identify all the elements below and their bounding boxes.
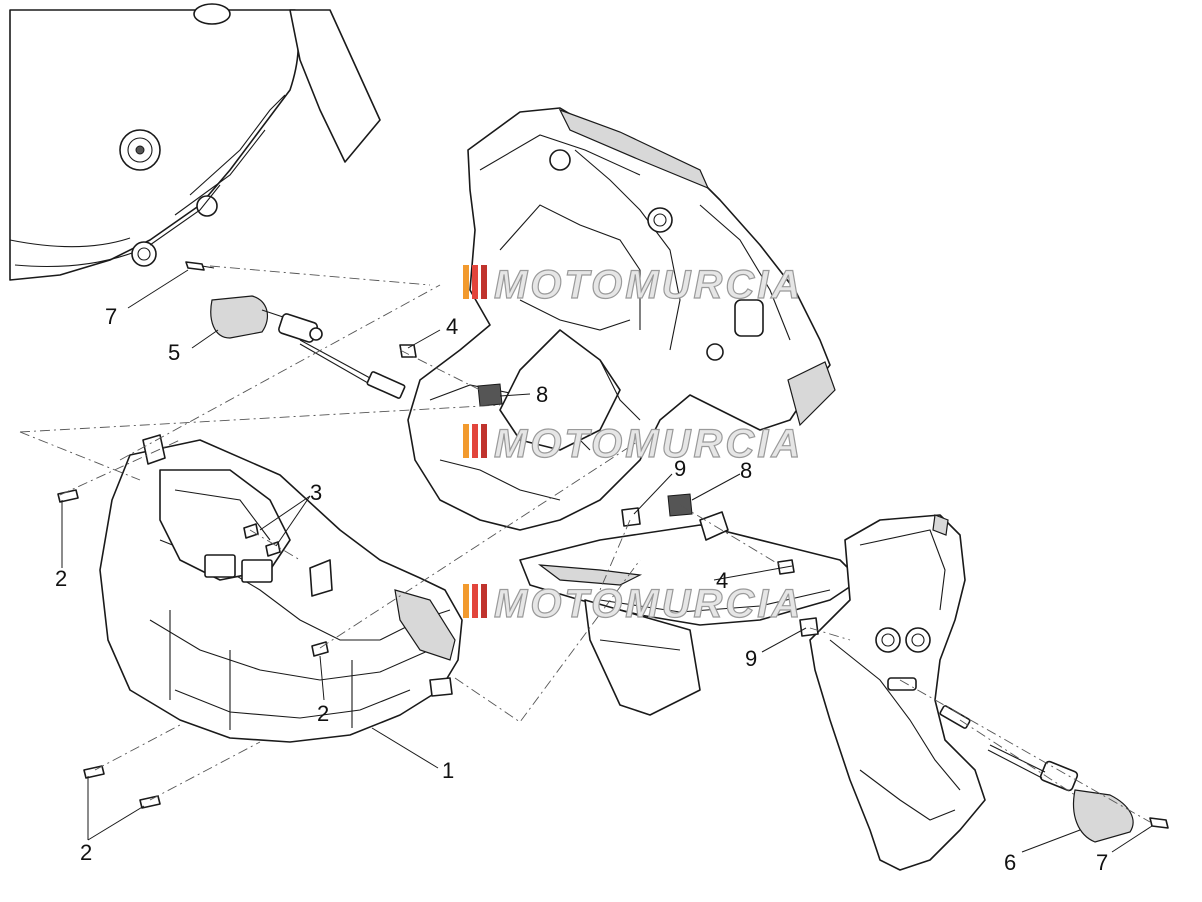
watermark-3: MOTOMURCIA (463, 581, 803, 627)
callout-3: 3 (310, 480, 322, 505)
callout-labels: 7 5 4 8 3 2 2 1 2 9 8 4 9 6 7 (55, 304, 1108, 875)
watermark-2: MOTOMURCIA (463, 421, 803, 467)
watermark-text-1: MOTOMURCIA (494, 263, 803, 307)
license-plate-holder (809, 514, 986, 871)
callout-leaders (61, 269, 1153, 853)
front-fairing-panel (9, 3, 381, 281)
callout-9-right: 9 (745, 646, 757, 671)
watermark-text-2: MOTOMURCIA (494, 422, 803, 466)
callout-4-right: 4 (716, 568, 728, 593)
watermark-text-3: MOTOMURCIA (494, 582, 803, 626)
turn-signal-left (210, 295, 406, 399)
watermark-1: MOTOMURCIA (463, 262, 803, 308)
turn-signal-right (939, 705, 1134, 843)
callout-7-right: 7 (1096, 850, 1108, 875)
headlight-assembly (99, 434, 463, 743)
callout-2-left: 2 (55, 566, 67, 591)
assembly-guide-lines (19, 265, 1151, 823)
bolt-7-right (1149, 817, 1169, 829)
callout-8-right: 8 (740, 458, 752, 483)
screws-and-nuts (57, 344, 819, 809)
callout-2-center: 2 (317, 701, 329, 726)
front-frame-bracket (407, 107, 836, 531)
lower-frame-arm (519, 511, 861, 716)
callout-7-top: 7 (105, 304, 117, 329)
callout-9-top: 9 (674, 456, 686, 481)
callout-4-top: 4 (446, 314, 458, 339)
callout-1: 1 (442, 758, 454, 783)
bolt-7-top (185, 261, 215, 271)
callout-6: 6 (1004, 850, 1016, 875)
callout-2-bottom: 2 (80, 840, 92, 865)
callout-8-top: 8 (536, 382, 548, 407)
callout-5: 5 (168, 340, 180, 365)
